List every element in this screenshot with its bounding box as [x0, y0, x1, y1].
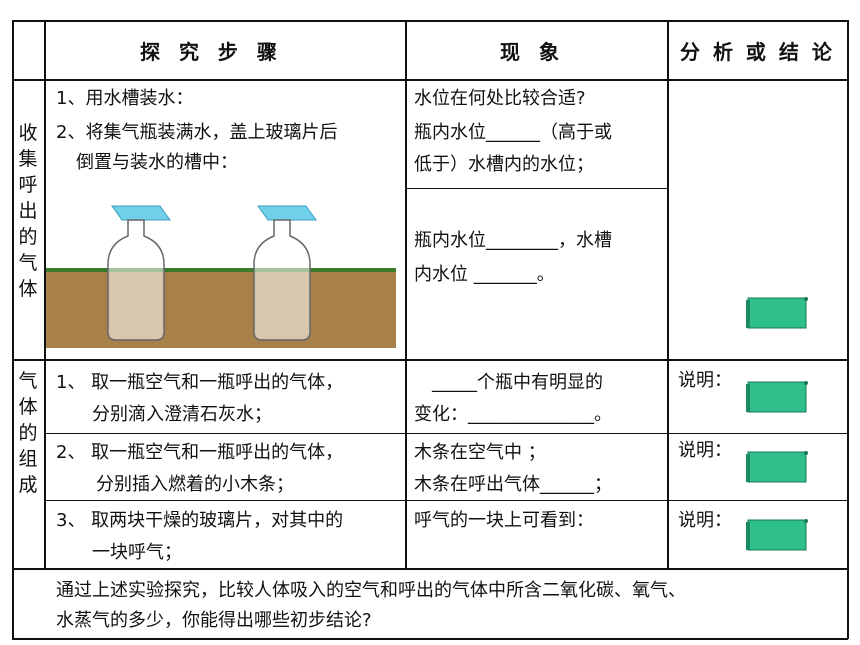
bottles-illustration: [46, 205, 396, 348]
header-phenomena: 现 象: [500, 40, 565, 64]
table-bottom-border: [12, 638, 848, 640]
steps-col-divider: [405, 20, 407, 569]
row3-conclusion: 说明：: [678, 510, 732, 531]
step-2-line1: 2、将集气瓶装满水，盖上玻璃片后: [56, 122, 338, 143]
row3-step-line1: 3、 取两块干燥的玻璃片，对其中的: [56, 510, 344, 531]
phen-2-line1: 瓶内水位________，水槽: [414, 230, 612, 251]
footer-line1: 通过上述实验探究，比较人体吸入的空气和呼出的气体中所含二氧化碳、氧气、: [56, 580, 686, 601]
table-left-border: [12, 20, 14, 639]
row2-step-line1: 2、 取一瓶空气和一瓶呼出的气体，: [56, 442, 344, 463]
phen-1-line1: 水位在何处比较合适?: [414, 88, 586, 109]
row1-step-line2: 分别滴入澄清石灰水；: [92, 404, 272, 425]
row3-step-line2: 一块呼气；: [92, 542, 182, 563]
side-col-divider: [44, 20, 46, 569]
table-top-border: [12, 20, 848, 22]
phen-2-line2: 内水位 _______。: [414, 264, 555, 285]
row2-conclusion: 说明：: [678, 440, 732, 461]
bottle-icon: [253, 205, 317, 341]
row1-conclusion: 说明：: [678, 370, 732, 391]
phen-col-divider: [667, 20, 669, 569]
row3-phen-line1: 呼气的一块上可看到：: [414, 510, 594, 531]
soil: [46, 270, 396, 348]
footer-divider: [12, 568, 848, 570]
row1-phen-line1: _____个瓶中有明显的: [432, 372, 603, 393]
scroll-icon: [746, 381, 808, 413]
row-divider-2: [46, 500, 848, 501]
row2-phen-line2: 木条在呼出气体______；: [414, 474, 612, 495]
row2-step-line2: 分别插入燃着的小木条；: [96, 474, 294, 495]
phen-divider: [405, 188, 667, 189]
footer-line2: 水蒸气的多少，你能得出哪些初步结论?: [56, 610, 372, 631]
header-steps: 探 究 步 骤: [140, 40, 283, 64]
phen-1-line3: 低于）水槽内的水位；: [414, 154, 594, 175]
row-divider-1: [46, 433, 848, 434]
step-2-line2: 倒置与装水的槽中：: [76, 152, 238, 173]
grass-line: [46, 268, 396, 272]
header-conclusion: 分 析 或 结 论: [680, 40, 835, 64]
header-divider: [12, 79, 848, 81]
scroll-icon: [746, 297, 808, 329]
row2-phen-line1: 木条在空气中 ；: [414, 442, 546, 463]
row1-step-line1: 1、 取一瓶空气和一瓶呼出的气体，: [56, 372, 344, 393]
phen-1-line2: 瓶内水位______（高于或: [414, 122, 612, 143]
scroll-icon: [746, 451, 808, 483]
side-label-composition: 气体的组成: [18, 370, 38, 496]
step-1: 1、用水槽装水：: [56, 88, 194, 109]
table-right-border: [847, 20, 849, 639]
bottle-icon: [107, 205, 171, 341]
section-divider: [12, 359, 848, 361]
side-label-collect: 收集呼出的气体: [18, 122, 38, 300]
scroll-icon: [746, 519, 808, 551]
row1-phen-line2: 变化：______________。: [414, 404, 612, 425]
